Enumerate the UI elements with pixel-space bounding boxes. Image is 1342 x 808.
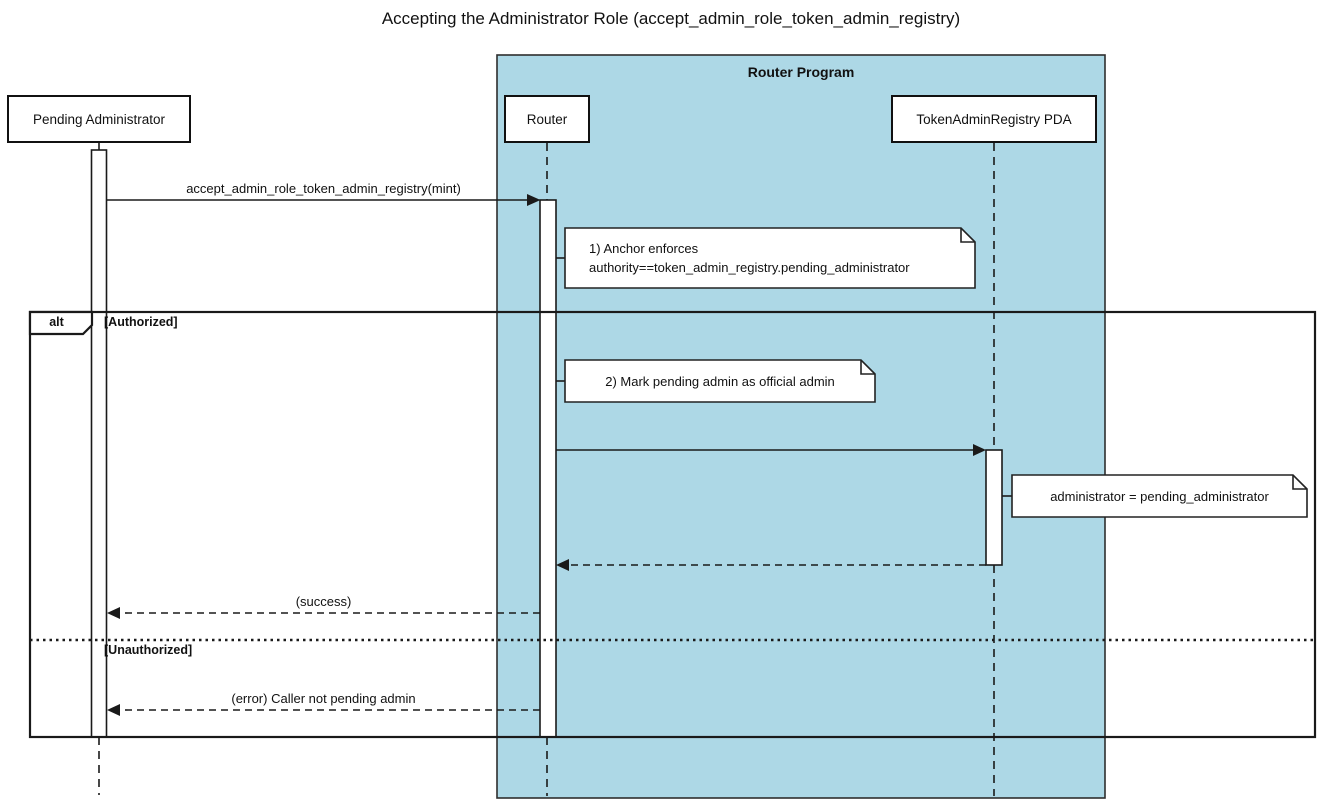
router-program-container xyxy=(496,54,1106,799)
message-1-label: accept_admin_role_token_admin_registry(m… xyxy=(186,181,461,196)
participant-router: Router xyxy=(504,95,590,143)
message-4-label: (success) xyxy=(295,594,352,609)
message-3-arrowhead xyxy=(556,559,569,571)
diagram-title: Accepting the Administrator Role (accept… xyxy=(381,9,961,28)
alt-guard-unauthorized: [Unauthorized] xyxy=(104,643,193,657)
note-2-shape xyxy=(564,359,876,403)
note-2-line-1: 2) Mark pending admin as official admin xyxy=(605,374,835,389)
alt-operator-label: alt xyxy=(49,315,64,329)
note-1-shape xyxy=(564,227,976,289)
participant-pending-administrator-label: Pending Administrator xyxy=(32,111,166,127)
alt-guard-authorized: [Authorized] xyxy=(104,315,178,329)
note-2-text: 2) Mark pending admin as official admin xyxy=(565,372,875,391)
note-2-fold xyxy=(860,360,875,375)
note-1-fold xyxy=(960,228,975,243)
note-1-line-1: 1) Anchor enforces xyxy=(589,241,699,256)
router-program-title: Router Program xyxy=(747,64,855,80)
note-1-text: 1) Anchor enforces authority==token_admi… xyxy=(589,239,910,277)
message-2-arrowhead xyxy=(973,444,986,456)
participant-token-admin-registry-pda-label: TokenAdminRegistry PDA xyxy=(916,111,1072,127)
note-3-shape xyxy=(1011,474,1308,518)
message-1-arrowhead xyxy=(527,194,541,206)
note-3-fold xyxy=(1292,475,1307,490)
message-5-label: (error) Caller not pending admin xyxy=(231,691,416,706)
activation-router xyxy=(539,199,557,738)
note-3-line-1: administrator = pending_administrator xyxy=(1050,489,1269,504)
participant-pending-administrator: Pending Administrator xyxy=(7,95,191,143)
message-5-arrowhead xyxy=(107,704,120,716)
note-3-text: administrator = pending_administrator xyxy=(1012,487,1307,506)
participant-router-label: Router xyxy=(526,111,568,127)
activation-token-admin-registry xyxy=(985,449,1003,566)
note-1-line-2: authority==token_admin_registry.pending_… xyxy=(589,260,910,275)
alt-frame xyxy=(28,310,1317,739)
message-4-arrowhead xyxy=(107,607,120,619)
alt-operator-pentagon xyxy=(28,310,94,336)
participant-token-admin-registry-pda: TokenAdminRegistry PDA xyxy=(891,95,1097,143)
